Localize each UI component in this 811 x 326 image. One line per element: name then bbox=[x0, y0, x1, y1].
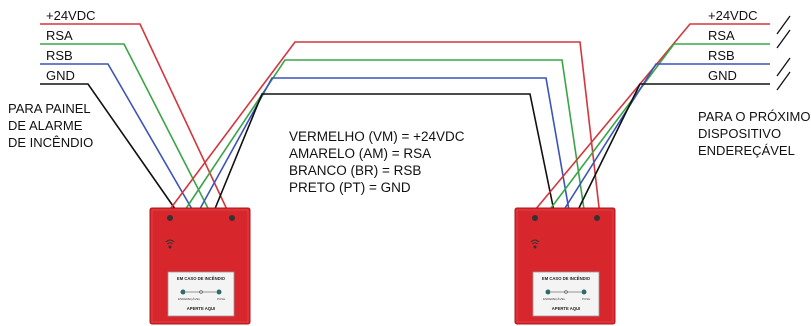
device-small-right: PUSH bbox=[582, 297, 590, 301]
wire-rsa-right bbox=[544, 43, 770, 217]
legend-line-4: PRETO (PT) = GND bbox=[289, 180, 411, 195]
device-top-text: EM CASO DE INCÊNDIO bbox=[542, 276, 591, 281]
wire-24vdc-left bbox=[40, 23, 231, 217]
right-label-rsa: RSA bbox=[708, 28, 735, 43]
wire-gnd-right bbox=[574, 83, 770, 217]
wireless-signal-icon bbox=[530, 239, 540, 249]
legend-line-2: AMARELO (AM) = RSA bbox=[289, 146, 431, 161]
screw-icon bbox=[594, 215, 600, 221]
wire-rsa-mid bbox=[180, 59, 586, 217]
device-plate bbox=[532, 271, 600, 317]
wires bbox=[40, 23, 770, 217]
right-note-line-1: PARA O PRÓXIMO bbox=[698, 109, 810, 124]
right-note-line-3: ENDEREÇÁVEL bbox=[698, 143, 795, 158]
wire-gnd-mid bbox=[211, 93, 556, 217]
wireless-signal-icon bbox=[165, 239, 175, 249]
left-label-24vdc: +24VDC bbox=[46, 8, 96, 23]
alarm-device-left: EM CASO DE INCÊNDIO ENDEREÇÁVEL PUSH APE… bbox=[149, 207, 251, 325]
color-legend: VERMELHO (VM) = +24VDC AMARELO (AM) = RS… bbox=[289, 129, 465, 195]
left-label-gnd: GND bbox=[46, 68, 75, 83]
wire-gnd-left bbox=[40, 83, 181, 217]
left-note-line-2: DE ALARME bbox=[8, 118, 83, 133]
led-icon bbox=[180, 289, 186, 295]
screw-icon bbox=[229, 215, 235, 221]
wire-24vdc-right bbox=[529, 23, 770, 217]
device-plate bbox=[167, 271, 235, 317]
right-note-line-2: DISPOSITIVO bbox=[698, 126, 781, 141]
alarm-device-right: EM CASO DE INCÊNDIO ENDEREÇÁVEL PUSH APE… bbox=[514, 207, 616, 325]
screw-icon bbox=[167, 215, 173, 221]
device-bottom-text: APERTE AQUI bbox=[552, 306, 580, 311]
device-small-left: ENDEREÇÁVEL bbox=[178, 297, 201, 301]
right-label-24vdc: +24VDC bbox=[708, 8, 758, 23]
left-note-line-1: PARA PAINEL bbox=[8, 101, 91, 116]
legend-line-1: VERMELHO (VM) = +24VDC bbox=[289, 129, 465, 144]
left-label-rsa: RSA bbox=[46, 28, 73, 43]
device-bottom-text: APERTE AQUI bbox=[187, 306, 215, 311]
break-mark-icon bbox=[776, 15, 791, 91]
device-small-left: ENDEREÇÁVEL bbox=[543, 297, 566, 301]
wire-rsb-right bbox=[559, 63, 770, 217]
wire-rsb-left bbox=[40, 63, 197, 217]
wire-rsa-left bbox=[40, 43, 213, 217]
led-icon bbox=[545, 289, 551, 295]
right-label-gnd: GND bbox=[708, 68, 737, 83]
led-icon bbox=[581, 289, 587, 295]
right-label-rsb: RSB bbox=[708, 48, 735, 63]
wire-24vdc-mid bbox=[164, 41, 601, 217]
led-icon bbox=[216, 289, 222, 295]
legend-line-3: BRANCO (BR) = RSB bbox=[289, 163, 421, 178]
left-note-line-3: DE INCÊNDIO bbox=[8, 135, 93, 150]
wire-rsb-mid bbox=[195, 77, 571, 217]
device-small-right: PUSH bbox=[217, 297, 225, 301]
left-label-rsb: RSB bbox=[46, 48, 73, 63]
device-top-text: EM CASO DE INCÊNDIO bbox=[177, 276, 226, 281]
screw-icon bbox=[532, 215, 538, 221]
